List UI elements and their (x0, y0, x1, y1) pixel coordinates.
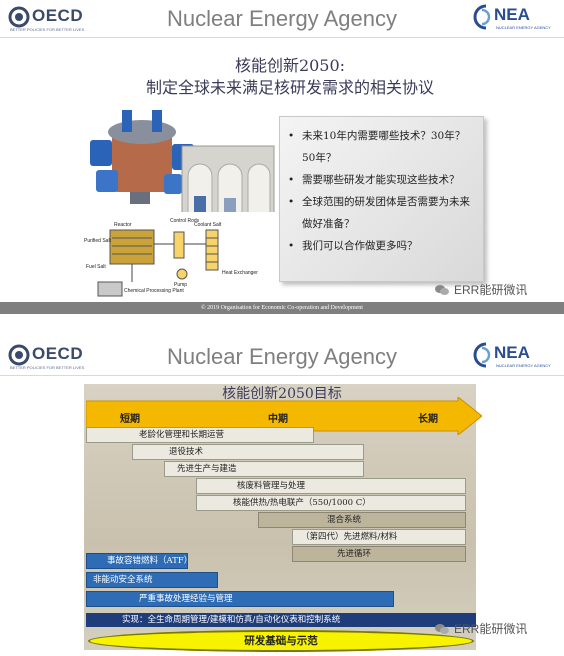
diagram-label-purified-salt: Purified Salt (84, 238, 112, 244)
slide-innovation-2050-intro: OECD BETTER POLICIES FOR BETTER LIVES Nu… (0, 0, 564, 318)
diagram-label-heat-exchanger: Heat Exchanger (222, 270, 258, 276)
oecd-name: OECD (32, 344, 84, 363)
nea-name: NEA (494, 5, 530, 24)
slide-header: OECD BETTER POLICIES FOR BETTER LIVES Nu… (0, 338, 564, 376)
wechat-icon (435, 284, 449, 295)
questions-box: •未来10年内需要哪些技术？30年？50年？ •需要哪些研发才能实现这些技术？ … (279, 116, 484, 282)
timeline-label-long: 长期 (418, 414, 438, 425)
oecd-mark-icon (8, 344, 30, 366)
wechat-icon (435, 623, 449, 634)
watermark-text: ERR能研微讯 (454, 283, 528, 297)
foundation-ellipse: 研发基础与示范 (88, 630, 474, 652)
bar-advanced-manufacturing: 先进生产与建造 (164, 461, 364, 477)
oecd-tagline: BETTER POLICIES FOR BETTER LIVES (10, 365, 85, 370)
bar-heat-cogeneration: 核能供热/热电联产（550/1000 C） (196, 495, 466, 511)
question-item: •需要哪些研发才能实现这些技术？ (288, 174, 460, 186)
questions-list: •未来10年内需要哪些技术？30年？50年？ •需要哪些研发才能实现这些技术？ … (280, 117, 483, 257)
bar-passive-safety: 非能动安全系统 (86, 572, 218, 588)
nea-name: NEA (494, 343, 530, 362)
question-item: •全球范围的研发团体是否需要为未来做好准备？ (288, 196, 470, 230)
question-text: 未来10年内需要哪些技术？30年？50年？ (302, 130, 466, 164)
diagram-label-chemical-processing: Chemical Processing Plant (124, 288, 184, 294)
watermark: ERR能研微讯 (434, 281, 527, 298)
timeline-label-mid: 中期 (268, 414, 288, 425)
question-item: •我们可以合作做更多吗？ (288, 240, 418, 252)
diagram-label-coolant-salt: Coolant Salt (194, 222, 222, 228)
bar-hybrid-systems: 混合系统 (258, 512, 466, 528)
bar-severe-accident: 严重事故处理经验与管理 (86, 591, 394, 607)
header-title: Nuclear Energy Agency (167, 344, 397, 369)
reactor-diagram-illustration: Reactor Control Rods Coolant Salt Purifi… (82, 110, 282, 300)
slide1-title-line1: 核能创新2050: (234, 56, 346, 75)
slide1-title-line2: 制定全球未来满足核研发需求的相关协议 (145, 78, 434, 97)
nea-logo: NEA NUCLEAR ENERGY AGENCY (472, 3, 556, 35)
question-item: •未来10年内需要哪些技术？30年？50年？ (288, 130, 466, 164)
question-text: 我们可以合作做更多吗？ (302, 240, 418, 252)
bar-aging-management: 老龄化管理和长期运营 (86, 427, 314, 443)
watermark: ERR能研微讯 (434, 620, 527, 637)
copyright-footer: © 2019 Organisation for Economic Co-oper… (0, 302, 564, 314)
slide2-title: 核能创新2050目标 (222, 386, 342, 402)
bar-accident-tolerant-fuel: 事故容错燃料（ATF） (86, 553, 188, 569)
bar-advanced-fuels: （第四代）先进燃料/材料 (292, 529, 466, 545)
nea-mark-icon (473, 4, 491, 30)
question-text: 全球范围的研发团体是否需要为未来做好准备？ (302, 196, 470, 230)
bar-advanced-cycles: 先进循环 (292, 546, 466, 562)
watermark-text: ERR能研微讯 (454, 622, 528, 636)
diagram-label-control-rods: Control Rods (170, 218, 200, 224)
diagram-label-fuel-salt: Fuel Salt (86, 264, 106, 270)
oecd-tagline: BETTER POLICIES FOR BETTER LIVES (10, 27, 85, 32)
oecd-logo: OECD BETTER POLICIES FOR BETTER LIVES (8, 344, 108, 372)
diagram-label-reactor: Reactor (114, 222, 132, 228)
bar-waste-management: 核废料管理与处理 (196, 478, 466, 494)
oecd-logo: OECD BETTER POLICIES FOR BETTER LIVES (8, 6, 108, 34)
oecd-name: OECD (32, 6, 84, 25)
slide-innovation-2050-goals: OECD BETTER POLICIES FOR BETTER LIVES Nu… (0, 338, 564, 656)
nea-mark-icon (473, 342, 491, 368)
oecd-mark-icon (8, 6, 30, 28)
header-title: Nuclear Energy Agency (167, 6, 397, 31)
nea-tagline: NUCLEAR ENERGY AGENCY (496, 25, 551, 30)
bar-decommissioning: 退役技术 (132, 444, 364, 460)
timeline-label-short: 短期 (120, 414, 140, 425)
enablers-strip: 实现：全生命周期管理/建模和仿真/自动化仪表和控制系统 (86, 613, 476, 627)
nea-logo: NEA NUCLEAR ENERGY AGENCY (472, 341, 556, 373)
question-text: 需要哪些研发才能实现这些技术？ (302, 174, 460, 186)
nea-tagline: NUCLEAR ENERGY AGENCY (496, 363, 551, 368)
slide-header: OECD BETTER POLICIES FOR BETTER LIVES Nu… (0, 0, 564, 38)
diagram-label-pump: Pump (174, 282, 187, 288)
